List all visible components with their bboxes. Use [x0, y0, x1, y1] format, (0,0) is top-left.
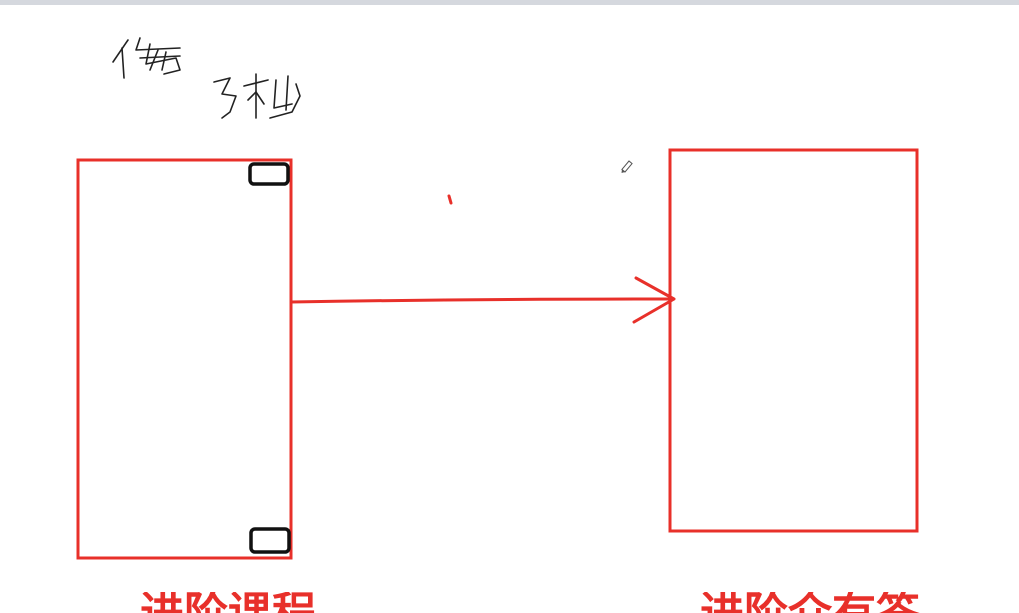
left-box	[76, 158, 293, 560]
caption-right: 进阶介有答	[700, 592, 920, 613]
caption-bar: 进阶课程 进阶介有答	[0, 592, 1019, 613]
caption-left: 进阶课程	[140, 592, 316, 613]
handwritten-note	[112, 37, 301, 119]
pencil-icon	[621, 160, 633, 174]
top-rule	[0, 0, 1019, 5]
right-box	[668, 148, 919, 533]
connector-arrow	[289, 276, 676, 324]
stray-mark	[447, 194, 453, 205]
top-handle[interactable]	[248, 162, 290, 186]
bottom-handle[interactable]	[249, 527, 291, 554]
